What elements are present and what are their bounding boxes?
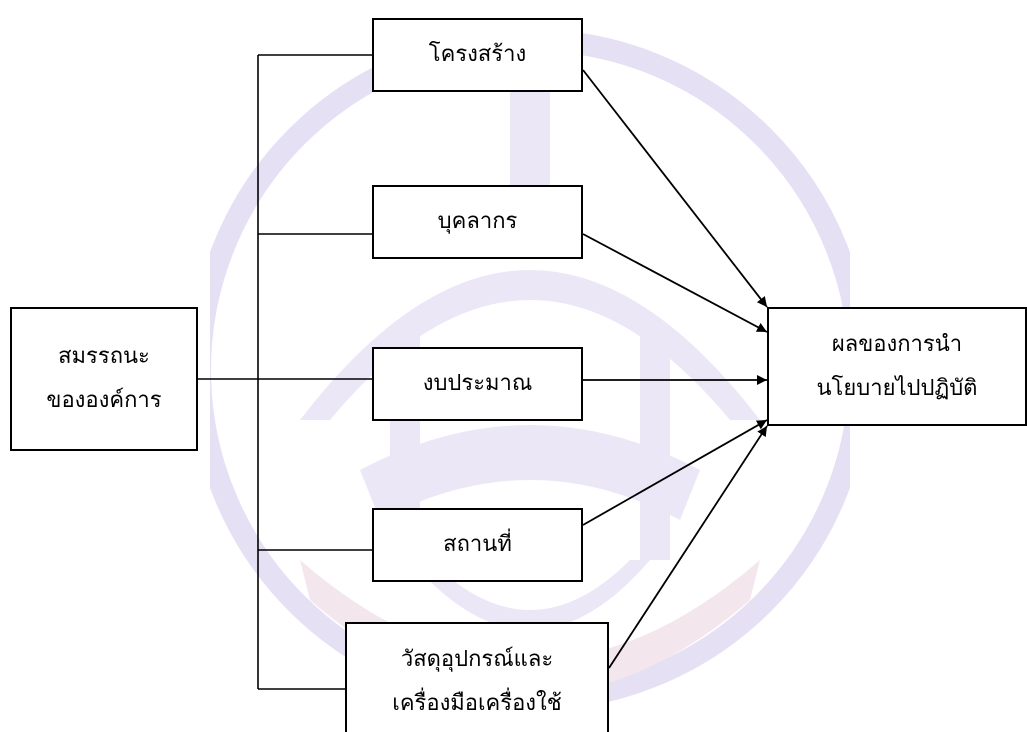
box-label-line: ขององค์การ	[46, 388, 162, 413]
box-label-line: งบประมาณ	[422, 371, 533, 396]
arrow-materials-to-outcome	[608, 425, 768, 669]
box-policy-implementation-outcome: ผลของการนำ นโยบายไปปฏิบัติ	[767, 307, 1027, 426]
box-label-line: ผลของการนำ	[831, 331, 963, 357]
box-personnel: บุคลากร	[372, 185, 583, 259]
arrow-personnel-to-outcome	[582, 233, 768, 333]
box-label-line: โครงสร้าง	[428, 42, 527, 67]
box-label-line: บุคลากร	[437, 209, 518, 234]
box-organizational-capacity: สมรรถนะ ขององค์การ	[10, 307, 198, 451]
box-materials-and-equipment: วัสดุอุปกรณ์และ เครื่องมือเครื่องใช้	[345, 622, 609, 732]
box-label-line: วัสดุอุปกรณ์และ	[400, 647, 554, 672]
box-label-line: สถานที่	[443, 532, 512, 557]
box-budget: งบประมาณ	[372, 347, 583, 421]
box-label-line: เครื่องมือเครื่องใช้	[392, 691, 562, 716]
box-label-line: สมรรถนะ	[58, 344, 150, 369]
box-label-line: นโยบายไปปฏิบัติ	[816, 375, 978, 401]
box-structure: โครงสร้าง	[372, 18, 583, 92]
box-facility: สถานที่	[372, 508, 583, 582]
arrow-facility-to-outcome	[582, 419, 768, 526]
arrow-structure-to-outcome	[582, 69, 768, 308]
